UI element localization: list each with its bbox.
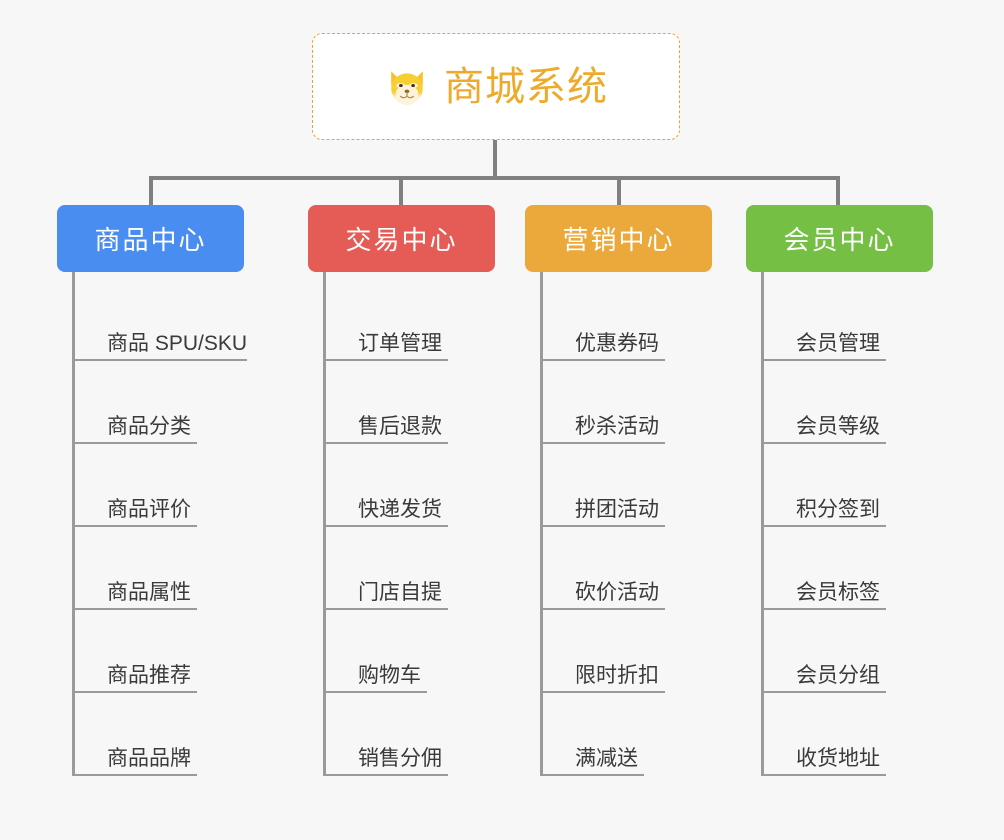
- leaf-list-member-center: 会员管理 会员等级 积分签到 会员标签 会员分组 收货地址: [761, 272, 933, 776]
- leaf-item[interactable]: 砍价活动: [543, 527, 712, 610]
- leaf-label: 秒杀活动: [575, 414, 659, 438]
- leaf-label: 优惠券码: [575, 331, 659, 355]
- connector-root-stem: [493, 140, 497, 180]
- leaf-label: 商品推荐: [107, 663, 191, 687]
- leaf-item[interactable]: 优惠券码: [543, 278, 712, 361]
- column-marketing-center: 营销中心 优惠券码 秒杀活动 拼团活动 砍价活动 限时折扣 满减送: [525, 205, 712, 776]
- leaf-label: 会员标签: [796, 580, 880, 604]
- column-trade-center: 交易中心 订单管理 售后退款 快递发货 门店自提 购物车 销售分佣: [308, 205, 495, 776]
- root-title: 商城系统: [444, 64, 608, 109]
- leaf-label: 限时折扣: [575, 663, 659, 687]
- column-header-label: 商品中心: [94, 225, 207, 255]
- leaf-item[interactable]: 限时折扣: [543, 610, 712, 693]
- leaf-list-trade-center: 订单管理 售后退款 快递发货 门店自提 购物车 销售分佣: [323, 272, 495, 776]
- leaf-label: 会员管理: [796, 331, 880, 355]
- leaf-label: 销售分佣: [358, 746, 442, 770]
- leaf-item[interactable]: 会员分组: [764, 610, 933, 693]
- connector-drop-4: [836, 176, 840, 206]
- leaf-label: 满减送: [575, 746, 638, 770]
- connector-drop-3: [617, 176, 621, 206]
- leaf-label: 砍价活动: [575, 580, 659, 604]
- leaf-item[interactable]: 拼团活动: [543, 444, 712, 527]
- connector-drop-1: [149, 176, 153, 206]
- leaf-item[interactable]: 会员管理: [764, 278, 933, 361]
- leaf-item[interactable]: 商品分类: [75, 361, 244, 444]
- leaf-item[interactable]: 满减送: [543, 693, 712, 776]
- leaf-item[interactable]: 会员等级: [764, 361, 933, 444]
- leaf-item[interactable]: 秒杀活动: [543, 361, 712, 444]
- root-node[interactable]: 商城系统: [312, 33, 680, 140]
- leaf-list-marketing-center: 优惠券码 秒杀活动 拼团活动 砍价活动 限时折扣 满减送: [540, 272, 712, 776]
- leaf-item[interactable]: 商品 SPU/SKU: [75, 278, 248, 361]
- connector-horizontal-bus: [149, 176, 840, 180]
- leaf-item[interactable]: 积分签到: [764, 444, 933, 527]
- leaf-label: 商品属性: [107, 580, 191, 604]
- connector-drop-2: [399, 176, 403, 206]
- column-product-center: 商品中心 商品 SPU/SKU 商品分类 商品评价 商品属性 商品推荐 商品品牌: [57, 205, 248, 776]
- column-header-label: 营销中心: [562, 225, 675, 255]
- column-header-product-center[interactable]: 商品中心: [57, 205, 244, 272]
- leaf-item[interactable]: 收货地址: [764, 693, 933, 776]
- leaf-item[interactable]: 商品属性: [75, 527, 244, 610]
- column-header-label: 交易中心: [345, 225, 458, 255]
- column-header-marketing-center[interactable]: 营销中心: [525, 205, 712, 272]
- leaf-label: 商品 SPU/SKU: [107, 331, 248, 355]
- leaf-label: 积分签到: [796, 497, 880, 521]
- leaf-label: 收货地址: [796, 746, 880, 770]
- leaf-item[interactable]: 门店自提: [326, 527, 495, 610]
- leaf-label: 快递发货: [358, 497, 442, 521]
- leaf-item[interactable]: 售后退款: [326, 361, 495, 444]
- leaf-list-product-center: 商品 SPU/SKU 商品分类 商品评价 商品属性 商品推荐 商品品牌: [72, 272, 248, 776]
- column-header-label: 会员中心: [783, 225, 896, 255]
- leaf-label: 购物车: [358, 663, 421, 687]
- leaf-label: 订单管理: [358, 331, 442, 355]
- leaf-item[interactable]: 购物车: [326, 610, 495, 693]
- leaf-item[interactable]: 会员标签: [764, 527, 933, 610]
- leaf-label: 会员分组: [796, 663, 880, 687]
- leaf-label: 拼团活动: [575, 497, 659, 521]
- leaf-item[interactable]: 快递发货: [326, 444, 495, 527]
- column-member-center: 会员中心 会员管理 会员等级 积分签到 会员标签 会员分组 收货地址: [746, 205, 933, 776]
- leaf-item[interactable]: 商品推荐: [75, 610, 244, 693]
- column-header-member-center[interactable]: 会员中心: [746, 205, 933, 272]
- leaf-label: 售后退款: [358, 414, 442, 438]
- leaf-item[interactable]: 商品评价: [75, 444, 244, 527]
- leaf-label: 会员等级: [796, 414, 880, 438]
- leaf-label: 商品评价: [107, 497, 191, 521]
- leaf-label: 门店自提: [358, 580, 442, 604]
- leaf-item[interactable]: 商品品牌: [75, 693, 244, 776]
- column-header-trade-center[interactable]: 交易中心: [308, 205, 495, 272]
- leaf-label: 商品分类: [107, 414, 191, 438]
- leaf-label: 商品品牌: [107, 746, 191, 770]
- leaf-item[interactable]: 订单管理: [326, 278, 495, 361]
- leaf-item[interactable]: 销售分佣: [326, 693, 495, 776]
- shiba-dog-face-icon: [391, 70, 423, 105]
